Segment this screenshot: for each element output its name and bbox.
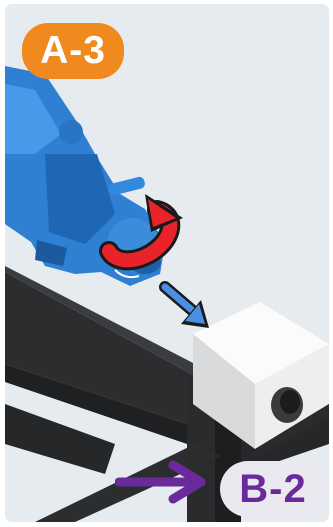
next-step-badge[interactable]: B-2 [220,461,326,517]
instruction-panel: A-3 B-2 [5,4,329,522]
white-block [193,302,329,459]
next-step-label: B-2 [239,466,307,511]
counterclockwise-rotation-arrow-icon [99,194,183,279]
assembly-illustration [5,66,329,522]
step-label: A-3 [40,29,106,72]
right-arrow-icon [115,460,206,504]
step-badge: A-3 [22,23,124,79]
down-right-arrow-icon [159,281,209,328]
